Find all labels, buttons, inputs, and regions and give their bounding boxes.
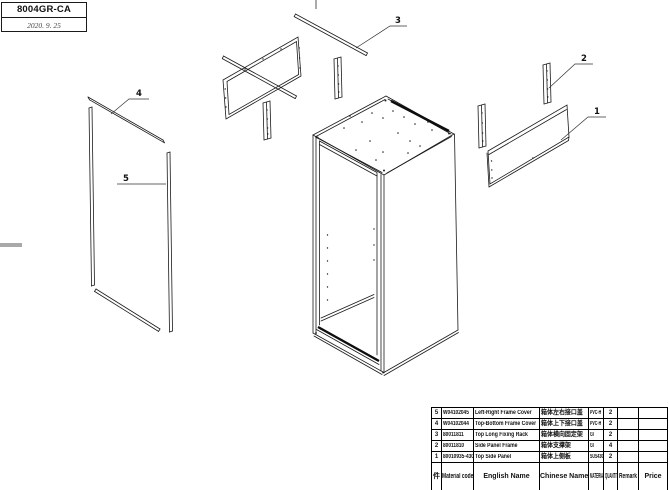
bom-code: W04102045 xyxy=(441,407,474,419)
bom-chinese-name: 箱体上侧板 xyxy=(539,451,589,463)
bom-row-5: 5 W04102045 Left-Right Frame Cover 箱体左右接… xyxy=(431,407,668,419)
bom-header-english: English Name xyxy=(473,462,540,490)
title-block: 8004GR-CA 2020. 9. 25 xyxy=(1,2,87,32)
bom-chinese-name: 箱体上下接口盖 xyxy=(539,418,589,430)
bom-header-chinese: Chinese Name xyxy=(539,462,589,490)
part-5-left-frame-cover-strip xyxy=(88,106,95,287)
bom-price xyxy=(638,429,668,441)
bom-header-qty: QUANTITY xyxy=(603,462,618,490)
bom-material: PVC-H xyxy=(588,418,604,430)
bom-qty: 2 xyxy=(603,418,618,430)
bom-item: 4 xyxy=(431,418,442,430)
callout-3-label: 3 xyxy=(395,16,401,26)
margin-marks xyxy=(0,0,317,247)
cabinet-body xyxy=(312,95,459,376)
bom-remark xyxy=(617,429,639,441)
bom-remark xyxy=(617,440,639,452)
callout-3: 3 xyxy=(355,16,407,49)
callout-2-label: 2 xyxy=(581,54,587,64)
bom-header-item: 件 xyxy=(431,462,442,490)
bom-table: 5 W04102045 Left-Right Frame Cover 箱体左右接… xyxy=(431,407,668,490)
part-5-right-frame-cover-strip xyxy=(166,151,173,333)
bom-remark xyxy=(617,407,639,419)
bom-remark xyxy=(617,451,639,463)
bom-row-2: 2 80011810 Side Panel Frame 箱体支撑架 GI 4 xyxy=(431,440,668,452)
bom-material: SUS430 xyxy=(588,451,604,463)
bom-row-4: 4 W04102044 Top-Bottom Frame Cover 箱体上下接… xyxy=(431,418,668,430)
part-2-side-panel-frame-d xyxy=(542,62,552,105)
bom-item: 1 xyxy=(431,451,442,463)
part-2-side-panel-frame-c xyxy=(477,103,487,149)
bom-material: GI xyxy=(588,429,604,441)
drawing-date: 2020. 9. 25 xyxy=(27,21,61,30)
bom-header-code: Material code xyxy=(441,462,474,490)
bom-english-name: Side Panel Frame xyxy=(473,440,540,452)
callout-1: 1 xyxy=(560,107,606,141)
bom-header-row: 件 Material code English Name Chinese Nam… xyxy=(431,462,668,490)
bom-code: 80010935-430 xyxy=(441,451,474,463)
bom-qty: 2 xyxy=(603,407,618,419)
bom-header-price: Price xyxy=(638,462,668,490)
bom-english-name: Top Side Panel xyxy=(473,451,540,463)
bom-price xyxy=(638,440,668,452)
bom-code: W04102044 xyxy=(441,418,474,430)
bom-qty: 4 xyxy=(603,440,618,452)
bom-price xyxy=(638,451,668,463)
callout-5-label: 5 xyxy=(123,174,129,184)
bom-item: 3 xyxy=(431,429,442,441)
bom-code: 80011811 xyxy=(441,429,474,441)
callout-4: 4 xyxy=(110,89,149,115)
part-4-top-frame-cover-strip xyxy=(87,96,165,144)
top-face-hole-marks xyxy=(343,110,433,161)
part-4-bottom-frame-cover-strip xyxy=(94,288,161,332)
bom-material: PVC-H xyxy=(588,407,604,419)
callout-1-label: 1 xyxy=(594,107,600,117)
bom-item: 5 xyxy=(431,407,442,419)
long-rack-crossing-rail xyxy=(221,55,297,99)
bom-item: 2 xyxy=(431,440,442,452)
callout-2: 2 xyxy=(548,54,593,89)
bom-qty: 2 xyxy=(603,429,618,441)
bom-english-name: Top-Bottom Frame Cover xyxy=(473,418,540,430)
callout-5: 5 xyxy=(117,174,166,185)
bom-row-1: 1 80010935-430 Top Side Panel 箱体上侧板 SUS4… xyxy=(431,451,668,463)
part-3-top-long-fixing-rack xyxy=(293,13,368,56)
bom-price xyxy=(638,407,668,419)
bom-header-remark: Remark xyxy=(617,462,639,490)
drawing-number: 8004GR-CA xyxy=(2,3,86,18)
bom-chinese-name: 箱体左右接口盖 xyxy=(539,407,589,419)
part-1-top-side-panel xyxy=(486,104,570,188)
bom-chinese-name: 箱体支撑架 xyxy=(539,440,589,452)
fixing-frame-panel xyxy=(222,36,302,120)
bom-price xyxy=(638,418,668,430)
bom-qty: 2 xyxy=(603,451,618,463)
bom-row-3: 3 80011811 Top Long Fixing Rack 箱体横向固定架 … xyxy=(431,429,668,441)
bom-english-name: Left-Right Frame Cover xyxy=(473,407,540,419)
bom-chinese-name: 箱体横向固定架 xyxy=(539,429,589,441)
part-2-side-panel-frame-a xyxy=(262,100,272,141)
bom-remark xyxy=(617,418,639,430)
callout-4-label: 4 xyxy=(136,89,142,99)
bom-code: 80011810 xyxy=(441,440,474,452)
bom-material: GI xyxy=(588,440,604,452)
part-2-side-panel-frame-b xyxy=(333,56,343,100)
bom-header-material: MATERIAL xyxy=(588,462,604,490)
bom-english-name: Top Long Fixing Rack xyxy=(473,429,540,441)
interior-hole-marks xyxy=(326,228,375,301)
